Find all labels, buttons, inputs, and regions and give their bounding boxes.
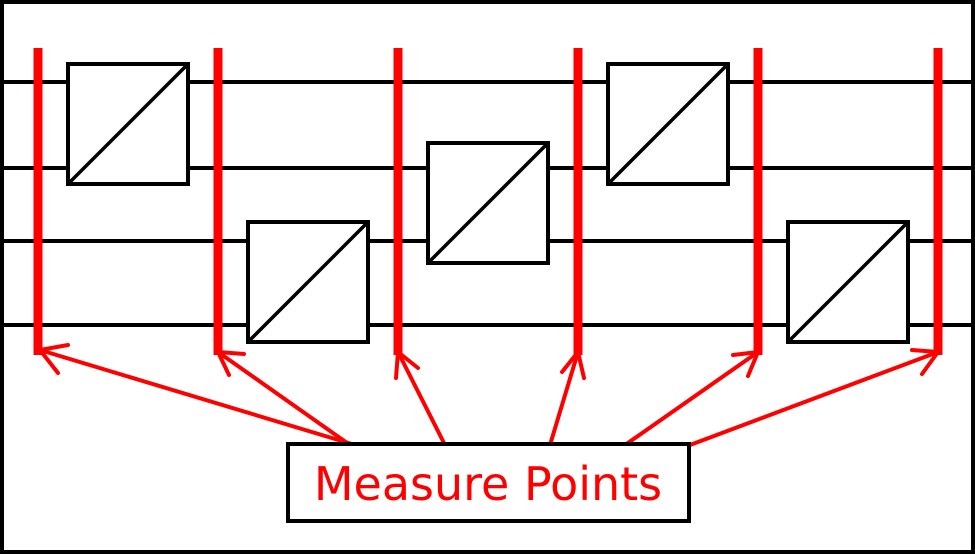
arrow [623,350,760,447]
arrow [216,350,352,447]
label-text: Measure Points [314,457,662,511]
arrow [394,350,447,447]
label: Measure Points [286,442,691,523]
beamsplitter [426,141,550,265]
pointer-arrows [38,343,940,447]
label-box [286,442,691,523]
beamsplitter [66,62,190,186]
arrow [688,348,940,447]
measure-points [33,48,943,355]
arrow [548,350,586,447]
beamsplitters [66,62,910,344]
arrow [38,343,357,447]
beamsplitter [786,220,910,344]
beamsplitter [606,62,730,186]
beamsplitter [246,220,370,344]
